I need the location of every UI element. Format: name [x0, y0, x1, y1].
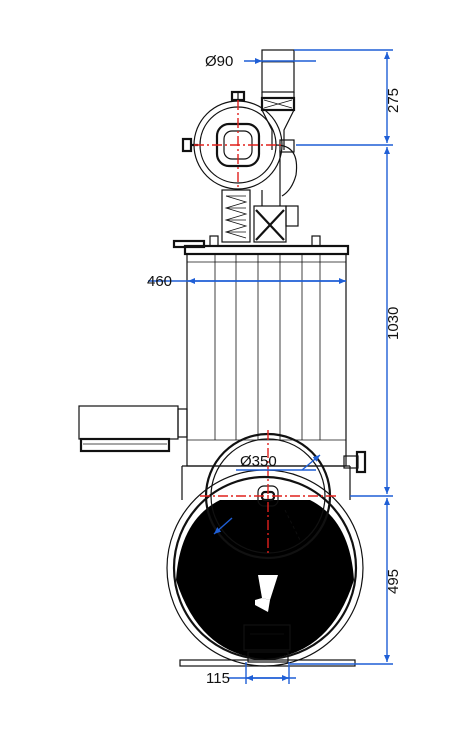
center-lines [194, 100, 336, 556]
support-column [221, 150, 299, 243]
drum-height-label: 495 [385, 569, 402, 594]
dimension-lines [148, 49, 393, 684]
pipe-diameter-label: Ø90 [205, 53, 233, 70]
motor-box [78, 405, 188, 453]
drum-diameter-label: Ø350 [240, 453, 277, 470]
lower-drum [166, 432, 364, 667]
main-body [172, 235, 351, 474]
side-handle [343, 450, 367, 474]
body-width-label: 460 [147, 273, 172, 290]
outlet-width-label: 115 [206, 670, 230, 687]
top-pipe [260, 49, 296, 150]
top-height-label: 275 [385, 88, 402, 113]
body-height-label: 1030 [385, 307, 402, 340]
